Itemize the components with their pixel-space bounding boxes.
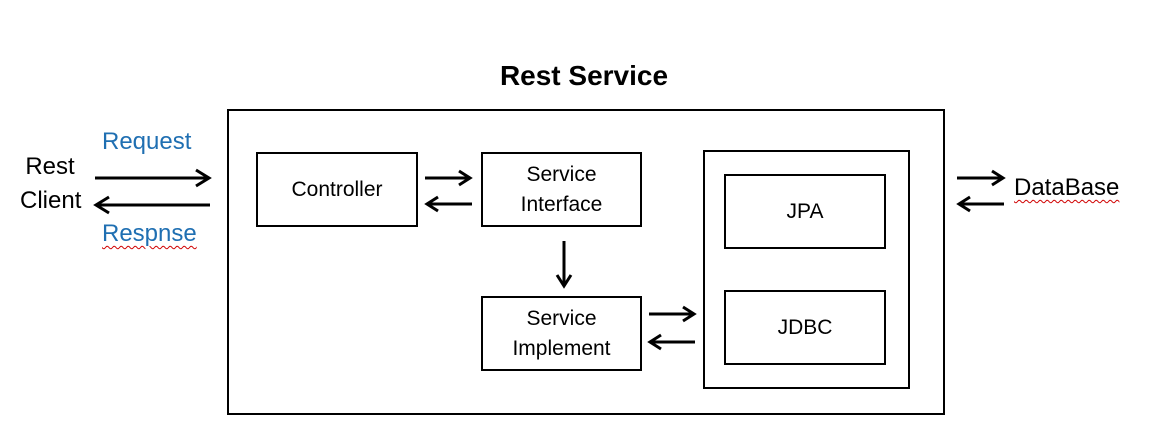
service-implement-line2: Implement [512, 336, 611, 360]
jdbc-box: JDBC [724, 290, 886, 365]
request-arrow [95, 168, 212, 188]
database-label: DataBase [1014, 171, 1119, 205]
service-interface-box: Service Interface [481, 152, 642, 227]
response-label-text: Respnse [102, 220, 197, 247]
service-interface-line1: Service [526, 162, 597, 186]
data-access-to-implement-arrow [647, 333, 695, 351]
service-implement-box: Service Implement [481, 296, 642, 371]
controller-box: Controller [256, 152, 418, 227]
controller-label: Controller [291, 177, 383, 201]
rest-client-line1: Rest [25, 153, 75, 180]
response-arrow [93, 195, 210, 215]
jpa-box: JPA [724, 174, 886, 249]
jpa-label: JPA [786, 199, 824, 223]
request-label: Request [102, 128, 192, 155]
database-to-service-arrow [956, 195, 1004, 213]
diagram-title: Rest Service [499, 60, 669, 91]
jdbc-label: JDBC [777, 315, 833, 339]
rest-client-label: Rest Client [20, 150, 82, 218]
interface-to-controller-arrow [424, 195, 472, 213]
service-to-database-arrow [957, 169, 1006, 187]
implement-to-data-access-arrow [649, 305, 697, 323]
response-label: Respnse [102, 220, 197, 248]
service-implement-line1: Service [526, 306, 597, 330]
service-interface-line2: Interface [520, 192, 603, 216]
rest-client-line2: Client [20, 187, 82, 214]
interface-to-implement-arrow [555, 241, 573, 289]
controller-to-interface-arrow [425, 169, 473, 187]
database-label-text: DataBase [1014, 174, 1120, 201]
